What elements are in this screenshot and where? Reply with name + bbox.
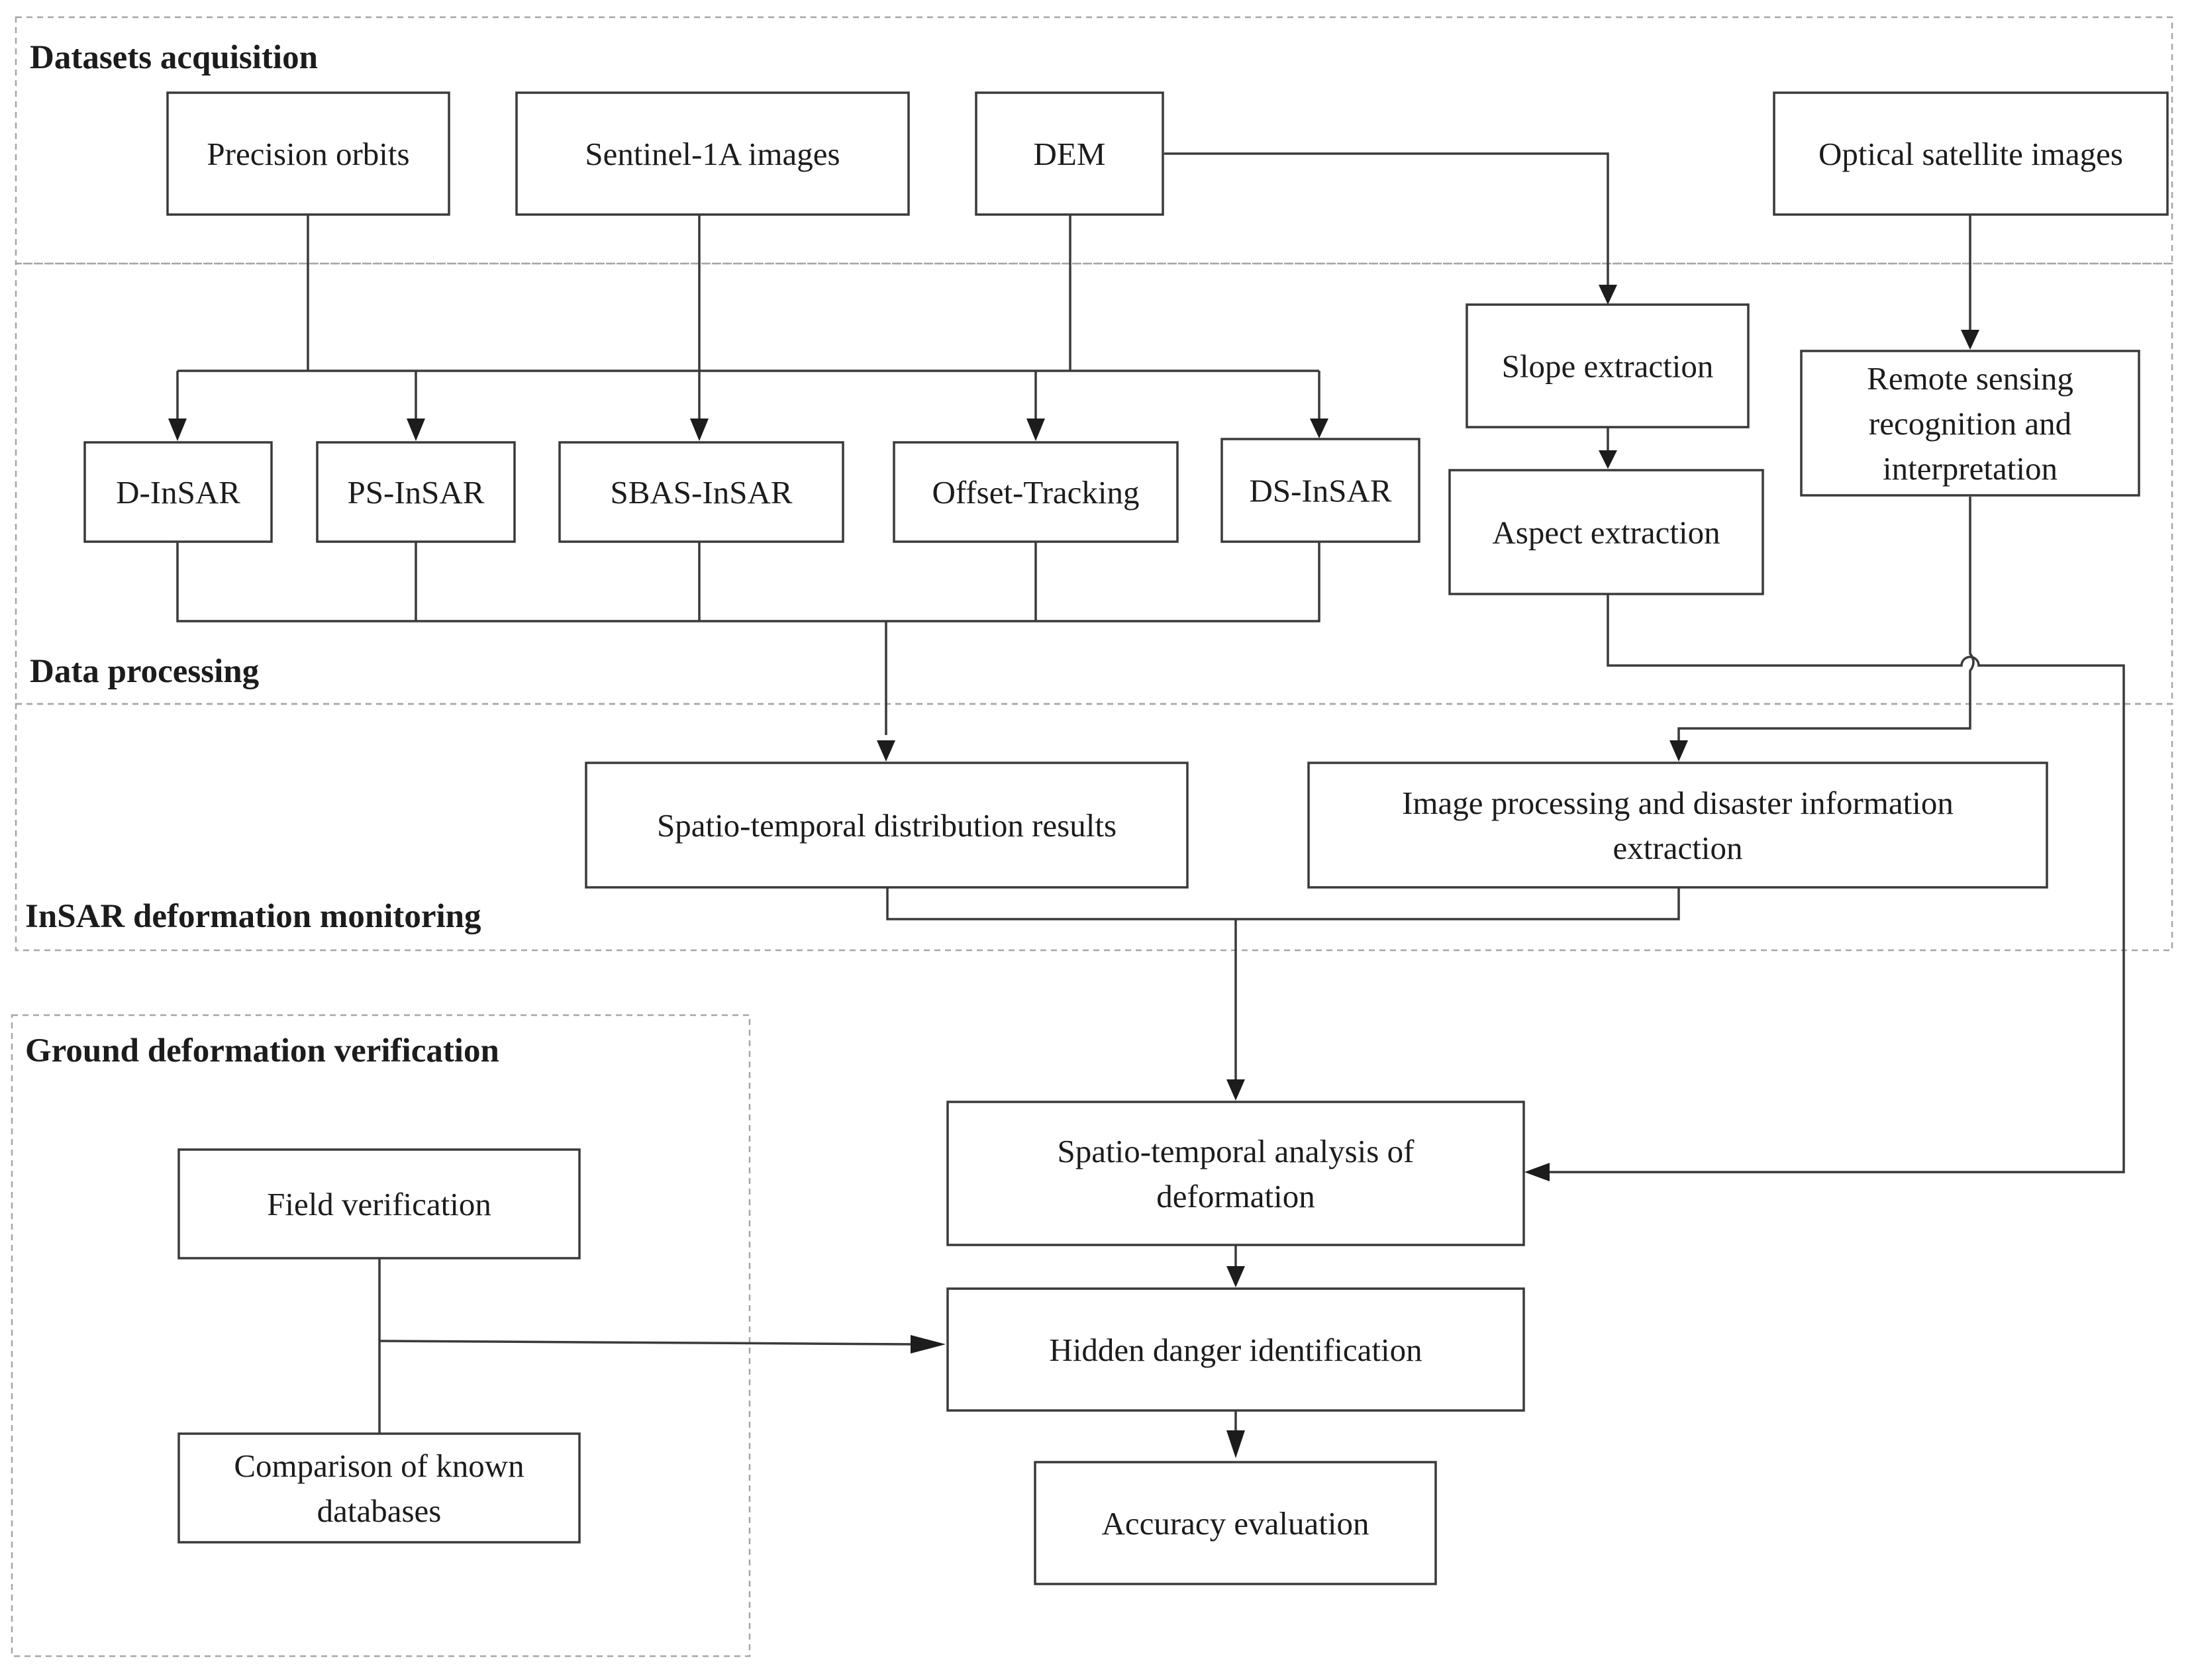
ground-section-frame bbox=[11, 1014, 751, 1657]
arrowhead-dsinsar bbox=[1310, 419, 1328, 438]
d-insar-box-frame bbox=[83, 441, 273, 543]
arrowhead-image-processing bbox=[1669, 740, 1688, 762]
arrowhead-accuracy bbox=[1226, 1430, 1245, 1458]
field-verification-box[interactable]: Field verification bbox=[177, 1148, 581, 1260]
ps-insar-box[interactable]: PS-InSAR bbox=[316, 441, 516, 543]
monitoring-section-label: InSAR deformation monitoring bbox=[25, 898, 481, 935]
accuracy-evaluation-box-label-line-1: Accuracy evaluation bbox=[1101, 1505, 1369, 1542]
optical-satellite-images-box[interactable]: Optical satellite images bbox=[1773, 91, 2169, 216]
precision-orbits-box[interactable]: Precision orbits bbox=[166, 91, 450, 216]
arrowhead-offset bbox=[1026, 419, 1045, 441]
spatio-temporal-results-box[interactable]: Spatio-temporal distribution results bbox=[585, 762, 1189, 889]
d-insar-box[interactable]: D-InSAR bbox=[83, 441, 273, 543]
results-merge-connector bbox=[886, 887, 1680, 920]
arrowhead-analysis-top bbox=[1226, 1079, 1245, 1101]
connectors bbox=[176, 152, 2125, 1434]
comparison-databases-box-label-line-1: Comparison of known bbox=[234, 1448, 524, 1484]
arrowhead-hidden-left bbox=[911, 1335, 946, 1354]
spatio-temporal-results-box-frame bbox=[585, 762, 1189, 889]
image-processing-box-frame bbox=[1307, 762, 2048, 889]
offset-tracking-box-label-line-1: Offset-Tracking bbox=[932, 474, 1139, 511]
hidden-danger-identification-box-label-line-1: Hidden danger identification bbox=[1049, 1332, 1422, 1368]
arrowheads bbox=[168, 285, 1979, 1458]
hidden-danger-identification-box-frame bbox=[946, 1287, 1525, 1412]
hidden-danger-identification-box[interactable]: Hidden danger identification bbox=[946, 1287, 1525, 1412]
field-verification-box-frame bbox=[177, 1148, 581, 1260]
datasets-section-frame bbox=[15, 16, 2173, 265]
sbas-insar-box[interactable]: SBAS-InSAR bbox=[558, 441, 844, 543]
ps-insar-box-label-line-1: PS-InSAR bbox=[348, 474, 485, 511]
dem-box-frame bbox=[975, 91, 1164, 216]
offset-tracking-box[interactable]: Offset-Tracking bbox=[893, 441, 1179, 543]
ground-to-hidden-connector bbox=[379, 1340, 915, 1346]
image-processing-box-label-line-2: extraction bbox=[1613, 830, 1743, 866]
aspect-to-analysis-connector bbox=[1550, 594, 2125, 1173]
slope-extraction-box-label-line-1: Slope extraction bbox=[1502, 348, 1714, 385]
precision-orbits-box-frame bbox=[166, 91, 450, 216]
aspect-extraction-box-frame bbox=[1448, 469, 1764, 595]
slope-extraction-box[interactable]: Slope extraction bbox=[1466, 303, 1750, 428]
dem-box-label-line-1: DEM bbox=[1034, 136, 1106, 172]
remote-sensing-box-label-line-3: interpretation bbox=[1883, 450, 2058, 487]
remote-sensing-box-frame bbox=[1800, 350, 2140, 497]
remote-to-image-connector bbox=[1677, 497, 1975, 742]
field-verification-box-label-line-1: Field verification bbox=[267, 1186, 491, 1222]
section-frames bbox=[11, 16, 2173, 1657]
sentinel-images-box-frame bbox=[515, 91, 910, 216]
dem-box[interactable]: DEM bbox=[975, 91, 1164, 216]
arrowhead-aspect bbox=[1599, 450, 1617, 469]
ds-insar-box[interactable]: DS-InSAR bbox=[1220, 438, 1420, 543]
sbas-insar-box-label-line-1: SBAS-InSAR bbox=[610, 474, 792, 511]
arrowhead-sbas bbox=[690, 419, 709, 441]
sentinel-images-box[interactable]: Sentinel-1A images bbox=[515, 91, 910, 216]
comparison-databases-box[interactable]: Comparison of known databases bbox=[177, 1432, 581, 1544]
methods-collector-connector bbox=[176, 542, 1320, 622]
offset-tracking-box-frame bbox=[893, 441, 1179, 543]
accuracy-evaluation-box[interactable]: Accuracy evaluation bbox=[1034, 1461, 1437, 1585]
datasets-section-label: Datasets acquisition bbox=[30, 39, 318, 76]
spatio-temporal-analysis-box-label-line-2: deformation bbox=[1156, 1178, 1315, 1214]
aspect-extraction-box[interactable]: Aspect extraction bbox=[1448, 469, 1764, 595]
dem-to-slope-connector bbox=[1164, 152, 1609, 289]
d-insar-box-label-line-1: D-InSAR bbox=[116, 474, 240, 511]
spatio-temporal-analysis-box[interactable]: Spatio-temporal analysis of deformation bbox=[946, 1101, 1525, 1246]
accuracy-evaluation-box-frame bbox=[1034, 1461, 1437, 1585]
slope-extraction-box-frame bbox=[1466, 303, 1750, 428]
optical-satellite-images-box-frame bbox=[1773, 91, 2169, 216]
remote-sensing-box[interactable]: Remote sensing recognition and interpretat… bbox=[1800, 350, 2140, 497]
monitoring-section-frame bbox=[15, 703, 2173, 952]
arrowhead-dinsar bbox=[168, 419, 187, 441]
ps-insar-box-frame bbox=[316, 441, 516, 543]
arrowhead-slope bbox=[1599, 285, 1617, 305]
arrowhead-psinsar bbox=[407, 419, 425, 441]
arrowhead-analysis-right bbox=[1524, 1163, 1550, 1181]
arrowhead-hidden-top bbox=[1226, 1266, 1245, 1287]
image-processing-box-label-line-1: Image processing and disaster informatio… bbox=[1402, 785, 1954, 821]
ground-section-label: Ground deformation verification bbox=[25, 1032, 499, 1069]
arrowhead-remote bbox=[1961, 330, 1979, 350]
comparison-databases-box-frame bbox=[177, 1432, 581, 1544]
spatio-temporal-analysis-box-label-line-1: Spatio-temporal analysis of bbox=[1058, 1133, 1415, 1169]
processing-section-frame bbox=[15, 262, 2173, 705]
ds-insar-box-frame bbox=[1220, 438, 1420, 543]
arrowhead-spatio-results bbox=[877, 740, 895, 762]
comparison-databases-box-label-line-2: databases bbox=[317, 1493, 442, 1529]
remote-sensing-box-label-line-2: recognition and bbox=[1869, 405, 2071, 442]
remote-sensing-box-label-line-1: Remote sensing bbox=[1867, 360, 2073, 397]
precision-orbits-box-label-line-1: Precision orbits bbox=[207, 136, 409, 172]
image-processing-box[interactable]: Image processing and disaster informatio… bbox=[1307, 762, 2048, 889]
optical-satellite-images-box-label-line-1: Optical satellite images bbox=[1818, 136, 2123, 172]
ds-insar-box-label-line-1: DS-InSAR bbox=[1249, 473, 1391, 509]
sbas-insar-box-frame bbox=[558, 441, 844, 543]
processing-section-label: Data processing bbox=[30, 653, 259, 690]
aspect-extraction-box-label-line-1: Aspect extraction bbox=[1492, 515, 1720, 551]
spatio-temporal-analysis-box-frame bbox=[946, 1101, 1525, 1246]
sentinel-images-box-label-line-1: Sentinel-1A images bbox=[585, 136, 840, 172]
spatio-temporal-results-box-label-line-1: Spatio-temporal distribution results bbox=[657, 807, 1117, 844]
